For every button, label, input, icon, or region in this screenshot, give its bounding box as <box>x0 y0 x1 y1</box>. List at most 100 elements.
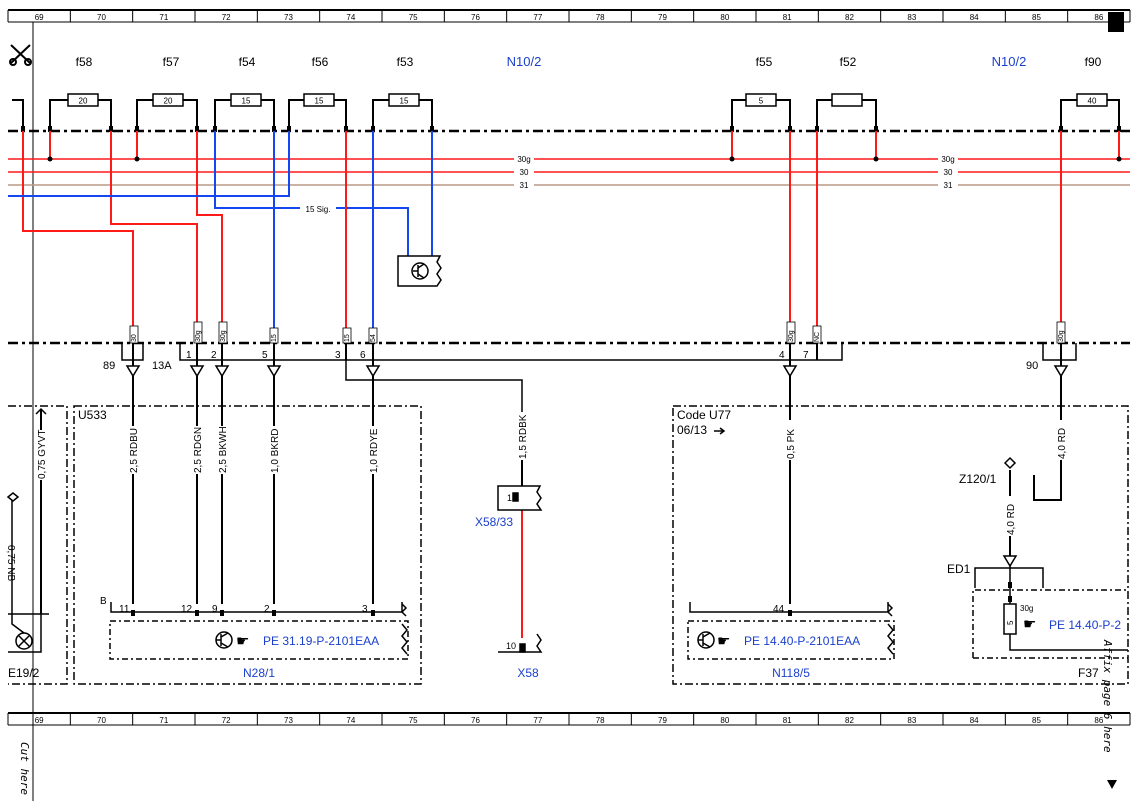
bottom-ruler-label-84: 84 <box>970 716 979 725</box>
bus-label-30-right: 30 <box>944 168 953 177</box>
fuse-label-f57: f57 <box>163 55 180 69</box>
top-ruler-label-76: 76 <box>471 13 480 22</box>
bottom-ruler-label-80: 80 <box>720 716 729 725</box>
wire-label-rdgn: 2,5 RDGN <box>193 427 204 473</box>
wire-label-rdye: 1,0 RDYE <box>369 428 380 473</box>
fuse-rating-f53: 15 <box>400 97 409 106</box>
reference-hand-icon-2: ☛ <box>717 633 730 650</box>
component-x58-33: X58/33 <box>475 515 513 529</box>
fuse-f53 <box>388 93 420 107</box>
pin-10-x58: 10 <box>506 641 516 651</box>
down-triangle-icon <box>1107 780 1117 789</box>
wire-label-rdbu: 2,5 RDBU <box>129 428 140 473</box>
bottom-ruler-label-82: 82 <box>845 716 854 725</box>
wire-label-rd-a: 4,0 RD <box>1057 428 1068 459</box>
n28-1-pins <box>131 610 375 616</box>
arrow-right-icon <box>714 427 726 435</box>
bottom-ruler-label-79: 79 <box>658 716 667 725</box>
pin-12: 12 <box>181 604 193 615</box>
terminal-tag-30g-b: 30g <box>220 330 227 342</box>
fuse-feeds <box>49 131 1120 159</box>
bottom-ruler-label-69: 69 <box>35 716 44 725</box>
bottom-ruler-label-74: 74 <box>346 716 355 725</box>
component-n28-1: N28/1 <box>243 666 275 680</box>
component-f37: F37 <box>1078 666 1099 680</box>
fuse-rating-f56: 15 <box>315 97 324 106</box>
wire-label-rdbk: 1,5 RDBK <box>518 414 529 459</box>
fuse-label-f52: f52 <box>840 55 857 69</box>
top-ruler-label-80: 80 <box>720 13 729 22</box>
connector-pin-arrows <box>125 365 1069 568</box>
module-f37 <box>972 566 1128 659</box>
top-ruler-label-72: 72 <box>222 13 231 22</box>
fused-wires <box>8 131 1062 343</box>
top-ruler-label-83: 83 <box>907 13 916 22</box>
bottom-ruler-label-78: 78 <box>596 716 605 725</box>
bus-label-30g: 30g <box>517 155 530 164</box>
terminal-tag-nc: NC <box>814 332 821 342</box>
bottom-ruler-label-81: 81 <box>783 716 792 725</box>
fuse-f58 <box>67 93 99 107</box>
fuse-rating-f37: 5 <box>1006 620 1015 625</box>
bottom-ruler-label-71: 71 <box>159 716 168 725</box>
component-ed1: ED1 <box>947 562 971 576</box>
pin-4: 4 <box>779 350 785 361</box>
ref-pe-14-40[interactable]: PE 14.40-P-2101EAA <box>744 634 860 648</box>
bottom-ruler-label-83: 83 <box>907 716 916 725</box>
top-ruler-label-86: 86 <box>1094 13 1103 22</box>
top-ruler-label-70: 70 <box>97 13 106 22</box>
fuse-rating-f58: 20 <box>79 97 88 106</box>
fuse-rating-f57: 20 <box>164 97 173 106</box>
top-ruler-label-85: 85 <box>1032 13 1041 22</box>
pin-5: 5 <box>262 350 268 361</box>
pin-6: 6 <box>360 350 366 361</box>
fuse-label-f58: f58 <box>76 55 93 69</box>
terminal-tag-54: 54 <box>370 334 377 342</box>
fuse-group <box>12 93 1120 128</box>
fuse-rating-f54: 15 <box>242 97 251 106</box>
wire-label-bkwh: 2,5 BKWH <box>218 426 229 473</box>
fuse-rating-f90: 40 <box>1088 97 1097 106</box>
bus-lines <box>8 158 1130 186</box>
pin-2-n28: 2 <box>264 604 270 615</box>
bus-label-31-right: 31 <box>944 181 953 190</box>
top-ruler-label-75: 75 <box>409 13 418 22</box>
fuse-f56 <box>303 93 335 107</box>
e19-2-parts <box>8 407 49 653</box>
fuse-f52 <box>831 93 863 107</box>
code-date: 06/13 <box>677 423 707 437</box>
bottom-ruler-label-77: 77 <box>533 716 542 725</box>
corner-mark-icon <box>1108 12 1124 32</box>
pin-89: 89 <box>103 360 115 372</box>
bottom-ruler-label-85: 85 <box>1032 716 1041 725</box>
wire-label-gyvt: 0,75 GYVT <box>37 430 48 479</box>
pin-1: 1 <box>186 350 192 361</box>
top-ruler-label-73: 73 <box>284 13 293 22</box>
bottom-ruler-label-72: 72 <box>222 716 231 725</box>
harness-wires <box>40 376 1062 614</box>
component-boundaries <box>8 405 1129 685</box>
note-affix-page: Affix page 6 here <box>1101 639 1114 753</box>
ref-pe-14-40-truncated[interactable]: PE 14.40-P-2 <box>1049 618 1121 632</box>
component-z120-1: Z120/1 <box>959 472 997 486</box>
wire-label-bkrd: 1,0 BKRD <box>270 429 281 473</box>
top-ruler-label-74: 74 <box>346 13 355 22</box>
pin-7: 7 <box>803 350 809 361</box>
top-ruler-label-71: 71 <box>159 13 168 22</box>
fuse-terminals <box>21 126 1121 132</box>
terminal-tag-15-a: 15 <box>271 334 278 342</box>
fuse-label-f56: f56 <box>312 55 329 69</box>
module-n118-5 <box>687 602 895 660</box>
ref-pe-31-19[interactable]: PE 31.19-P-2101EAA <box>263 634 379 648</box>
pin-1-x58-33: 1 <box>507 493 512 503</box>
reference-hand-icon: ☛ <box>236 633 249 650</box>
pin-2: 2 <box>211 350 217 361</box>
terminal-tag-30g-c: 30g <box>788 330 795 342</box>
pin-9: 9 <box>212 604 218 615</box>
reference-hand-icon-3: ☛ <box>1023 616 1036 633</box>
top-ruler-label-81: 81 <box>783 13 792 22</box>
fuse-label-f54: f54 <box>239 55 256 69</box>
transistor-unit <box>397 255 442 287</box>
terminal-30g-f37: 30g <box>1020 604 1033 613</box>
